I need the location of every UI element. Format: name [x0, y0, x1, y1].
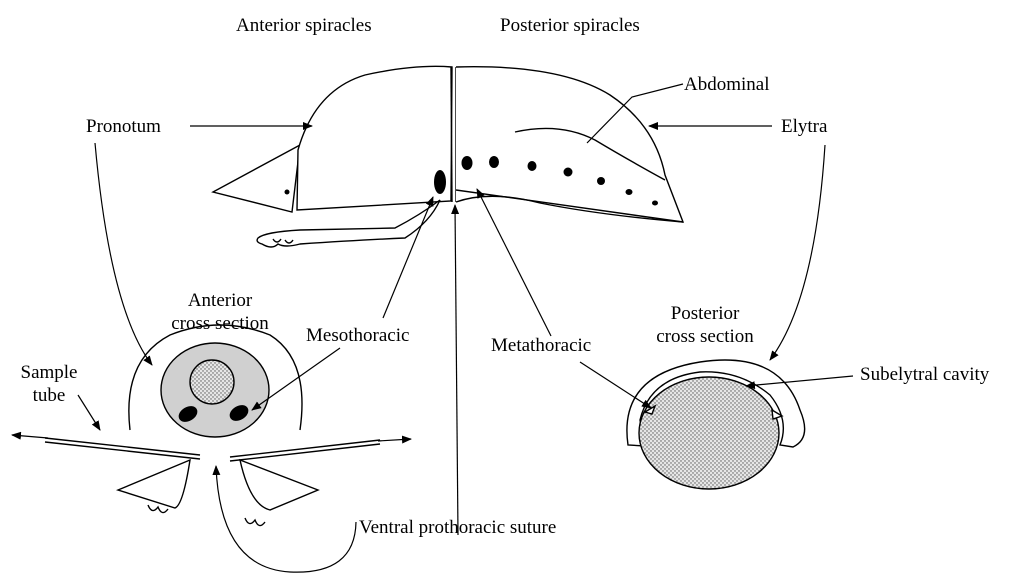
- label-sample-tube-1: Sample: [14, 362, 84, 383]
- sample-tube-right: [230, 440, 380, 457]
- label-anterior-cross-section-1: Anterior: [155, 290, 285, 311]
- eye: [285, 190, 290, 195]
- label-posterior-spiracles: Posterior spiracles: [500, 15, 640, 36]
- beetle-side-view: [213, 66, 683, 247]
- arrow-ventral-suture: [455, 205, 458, 535]
- label-abdominal: Abdominal: [684, 74, 770, 95]
- pronotum-outline: [297, 66, 452, 210]
- arrow-tube-left: [12, 435, 48, 438]
- arrow-elytra-cross: [770, 145, 825, 360]
- label-posterior-cross-section-2: cross section: [645, 326, 765, 347]
- arrow-metathoracic: [477, 189, 551, 336]
- anterior-leg-right: [240, 460, 318, 510]
- arrow-tube-right: [378, 439, 411, 441]
- anterior-trachea: [190, 360, 234, 404]
- arrow-metathoracic-cross: [580, 362, 651, 408]
- subelytral-cavity: [639, 377, 779, 489]
- label-mesothoracic: Mesothoracic: [306, 325, 409, 346]
- anterior-leg-left: [118, 460, 190, 508]
- elytra-outline: [456, 67, 683, 222]
- label-subelytral-cavity: Subelytral cavity: [860, 364, 989, 385]
- label-ventral-prothoracic-suture: Ventral prothoracic suture: [359, 517, 556, 538]
- head-outline: [213, 145, 300, 212]
- label-sample-tube-2: tube: [14, 385, 84, 406]
- posterior-cross-section: [627, 360, 805, 489]
- label-anterior-cross-section-2: cross section: [155, 313, 285, 334]
- label-elytra: Elytra: [781, 116, 827, 137]
- label-posterior-cross-section-1: Posterior: [645, 303, 765, 324]
- sample-tube-left: [45, 438, 200, 455]
- mesothoracic-spiracle: [434, 170, 446, 194]
- label-anterior-spiracles: Anterior spiracles: [236, 15, 372, 36]
- label-metathoracic: Metathoracic: [491, 335, 591, 356]
- suture-line: [451, 67, 452, 202]
- arrow-mesothoracic: [383, 197, 433, 318]
- label-pronotum: Pronotum: [86, 116, 161, 137]
- arrow-pronotum-cross: [95, 143, 152, 365]
